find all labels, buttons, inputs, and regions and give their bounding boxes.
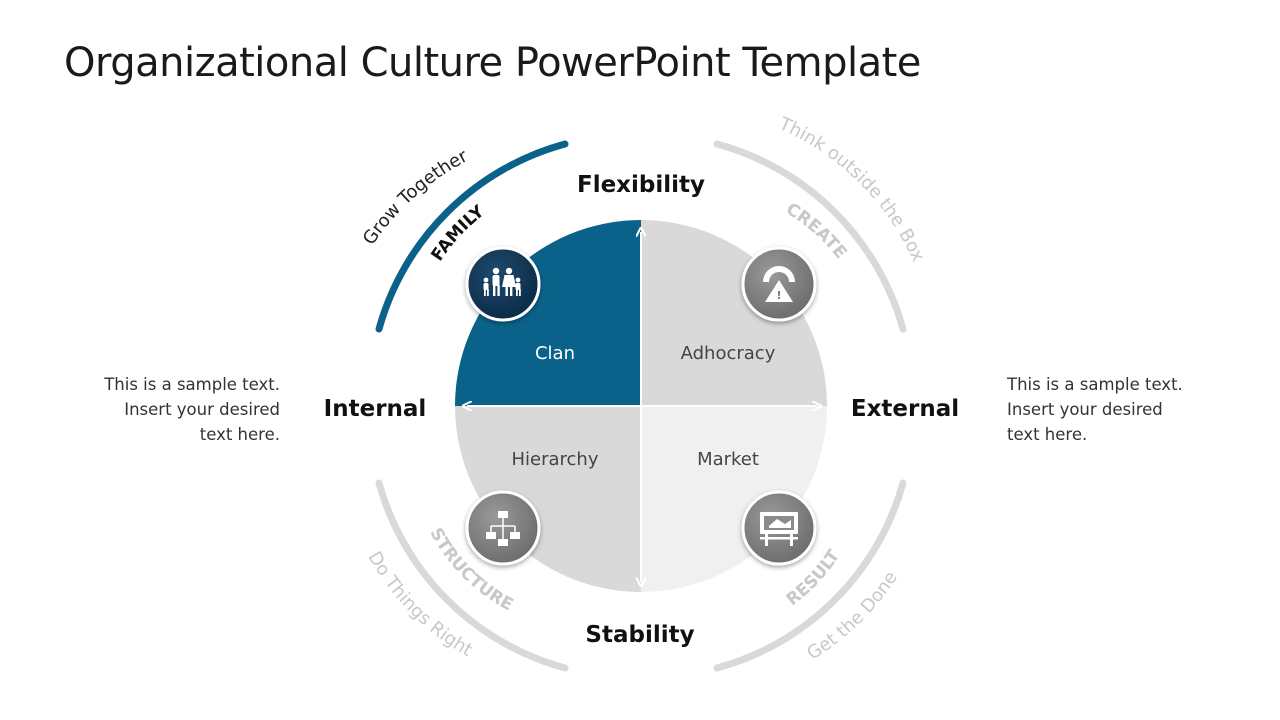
quadrant-label-hierarchy: Hierarchy bbox=[511, 449, 598, 470]
quadrant-label-market: Market bbox=[697, 449, 759, 470]
quadrant-label-adhocracy: Adhocracy bbox=[681, 343, 776, 364]
quadrant-hierarchy bbox=[455, 406, 641, 592]
arc-clan bbox=[375, 140, 569, 333]
arc-market bbox=[713, 479, 907, 672]
billboard-icon bbox=[741, 490, 817, 566]
side-text-right: This is a sample text. Insert your desir… bbox=[1007, 372, 1207, 447]
quadrant-clan bbox=[455, 220, 641, 406]
gauge-warning-icon: ! bbox=[741, 246, 817, 322]
quadrant-label-clan: Clan bbox=[535, 343, 575, 364]
axis-label-bottom: Stability bbox=[585, 622, 694, 648]
quadrant-adhocracy bbox=[641, 220, 827, 406]
arc-adhocracy bbox=[713, 140, 907, 333]
slide-title: Organizational Culture PowerPoint Templa… bbox=[64, 40, 921, 86]
side-text-left: This is a sample text. Insert your desir… bbox=[80, 372, 280, 447]
svg-text:!: ! bbox=[776, 289, 781, 302]
axis-label-top: Flexibility bbox=[577, 172, 705, 198]
axis-label-right: External bbox=[851, 396, 959, 422]
side-text-left-line: This is a sample text. bbox=[104, 375, 280, 394]
quadrant-market bbox=[641, 406, 827, 592]
family-icon bbox=[465, 246, 541, 322]
side-text-left-line: Insert your desired bbox=[124, 400, 280, 419]
side-text-left-line: text here. bbox=[199, 425, 280, 444]
axis-label-left: Internal bbox=[324, 396, 427, 422]
org-chart-icon bbox=[465, 490, 541, 566]
arc-hierarchy bbox=[375, 479, 569, 672]
side-text-right-line: text here. bbox=[1007, 425, 1088, 444]
tagline-adhocracy: Think outside the Box bbox=[775, 113, 929, 265]
side-text-right-line: Insert your desired bbox=[1007, 400, 1163, 419]
side-text-right-line: This is a sample text. bbox=[1007, 375, 1183, 394]
